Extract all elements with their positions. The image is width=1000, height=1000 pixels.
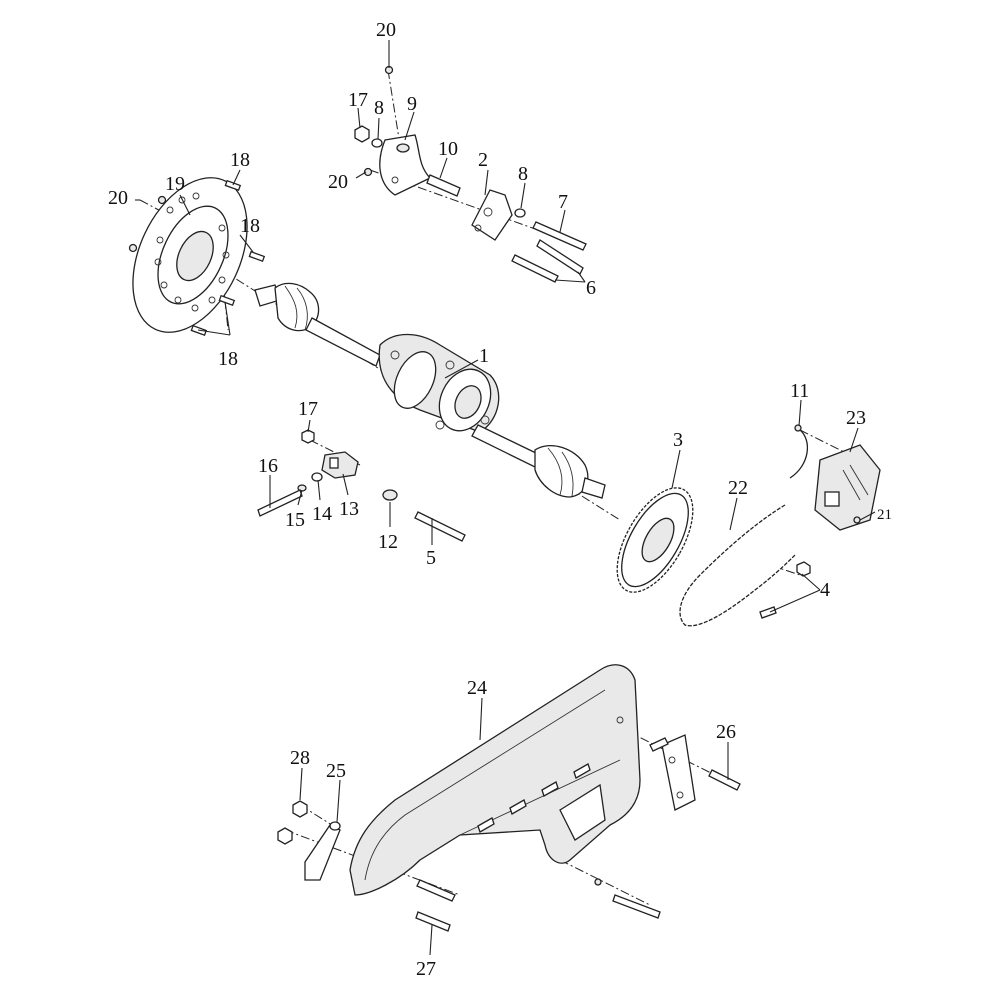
- callout-8-right: 8: [518, 163, 528, 185]
- callout-19: 19: [165, 173, 185, 195]
- callout-27: 27: [416, 958, 436, 980]
- callout-15: 15: [285, 509, 305, 531]
- callout-25: 25: [326, 760, 346, 782]
- brake-disc: [132, 177, 248, 333]
- bolts-4: [759, 561, 811, 619]
- lower-left-parts: [257, 429, 466, 542]
- callout-28: 28: [290, 747, 310, 769]
- bracket-25: [277, 800, 341, 881]
- callout-14: 14: [312, 503, 332, 525]
- bracket-26: [649, 734, 741, 811]
- callout-1: 1: [479, 345, 489, 367]
- leader-lines: [135, 40, 876, 956]
- callout-18-top: 18: [230, 149, 250, 171]
- pin-10: [426, 174, 461, 197]
- callout-23: 23: [846, 407, 866, 429]
- callout-4: 4: [820, 579, 830, 601]
- callout-12: 12: [378, 531, 398, 553]
- axle-assembly: [254, 282, 606, 499]
- callout-20-top: 20: [376, 19, 396, 41]
- callout-5: 5: [426, 547, 436, 569]
- callout-18-bottom: 18: [218, 348, 238, 370]
- callout-8-top: 8: [374, 97, 384, 119]
- top-bracket: [354, 65, 432, 196]
- callout-21: 21: [877, 507, 892, 523]
- bracket-2: [471, 189, 526, 241]
- chain-guide: [789, 424, 881, 531]
- callout-18-mid: 18: [240, 215, 260, 237]
- callout-6: 6: [586, 277, 596, 299]
- callout-3: 3: [673, 429, 683, 451]
- callout-22: 22: [728, 477, 748, 499]
- callouts: 20 17 8 9 10 2 8 7 6 20 18 19 20 18 18 1…: [108, 19, 892, 980]
- callout-16: 16: [258, 455, 278, 477]
- callout-26: 26: [716, 721, 736, 743]
- callout-2: 2: [478, 149, 488, 171]
- callout-7: 7: [558, 191, 568, 213]
- callout-24: 24: [467, 677, 487, 699]
- callout-17-top: 17: [348, 89, 368, 111]
- callout-10: 10: [438, 138, 458, 160]
- callout-20-left: 20: [108, 187, 128, 209]
- guard-bolts: [415, 878, 661, 932]
- callout-20-mid: 20: [328, 171, 348, 193]
- chain: [679, 504, 796, 627]
- long-bolts: [511, 221, 587, 283]
- callout-9: 9: [407, 93, 417, 115]
- callout-11: 11: [790, 380, 809, 402]
- sprocket: [616, 487, 694, 593]
- callout-13: 13: [339, 498, 359, 520]
- chain-guard: [349, 664, 641, 896]
- callout-17-bottom: 17: [298, 398, 318, 420]
